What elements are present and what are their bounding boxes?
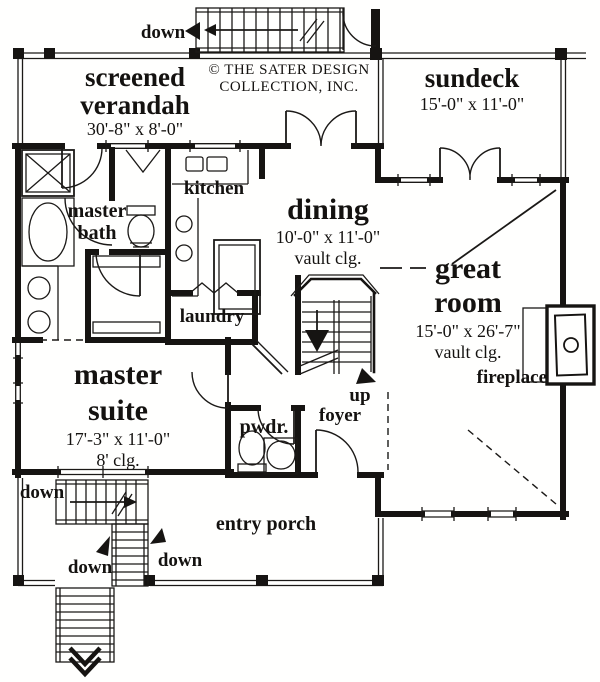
dimension-master-suite: 17'-3" x 11'-0" xyxy=(66,429,171,449)
label-pwdr: pwdr. xyxy=(240,416,289,438)
labels: down © THE SATER DESIGN COLLECTION, INC.… xyxy=(20,22,547,578)
stairs-center xyxy=(290,274,380,384)
stairs-top xyxy=(185,7,380,53)
dimension-verandah: 30'-8" x 8'-0" xyxy=(87,119,183,139)
label-down-top: down xyxy=(141,22,186,43)
label-down-porch: down xyxy=(20,482,65,503)
label-up: up xyxy=(349,385,370,406)
copyright-line2: COLLECTION, INC. xyxy=(219,79,358,95)
kitchen-fixtures xyxy=(172,150,261,315)
label-foyer: foyer xyxy=(319,405,362,426)
label-verandah-line1: screened xyxy=(85,62,185,92)
label-great-room-line2: room xyxy=(434,286,502,319)
label-master-suite-line2: suite xyxy=(88,394,148,427)
dimension-sundeck: 15'-0" x 11'-0" xyxy=(420,94,525,114)
pwdr-fixtures xyxy=(237,430,298,475)
label-dining: dining xyxy=(287,193,369,226)
ceiling-great-room: vault clg. xyxy=(435,342,502,362)
copyright-line1: © THE SATER DESIGN xyxy=(208,62,369,78)
windows xyxy=(13,140,541,521)
label-down-mid-right: down xyxy=(158,550,203,571)
label-master-suite-line1: master xyxy=(74,358,162,391)
dimension-dining: 10'-0" x 11'-0" xyxy=(276,227,381,247)
ceiling-dining: vault clg. xyxy=(295,248,362,268)
ceiling-lines xyxy=(40,189,557,505)
label-kitchen: kitchen xyxy=(184,178,245,199)
label-entry-porch: entry porch xyxy=(216,513,316,535)
label-verandah-line2: verandah xyxy=(80,90,190,120)
label-down-mid-left: down xyxy=(68,557,113,578)
label-fireplace: fireplace xyxy=(477,367,547,388)
label-master-bath-line2: bath xyxy=(78,222,117,244)
label-laundry: laundry xyxy=(180,306,245,327)
dimension-great-room: 15'-0" x 26'-7" xyxy=(415,321,520,341)
label-great-room-line1: great xyxy=(435,252,501,285)
stairs-porch xyxy=(55,479,166,678)
fireplace xyxy=(522,304,596,386)
ceiling-master-suite: 8' clg. xyxy=(96,450,139,470)
label-sundeck: sundeck xyxy=(425,63,520,93)
deck-rails xyxy=(17,52,586,587)
label-master-bath-line1: master xyxy=(68,200,127,222)
bath-fixtures xyxy=(21,149,161,340)
